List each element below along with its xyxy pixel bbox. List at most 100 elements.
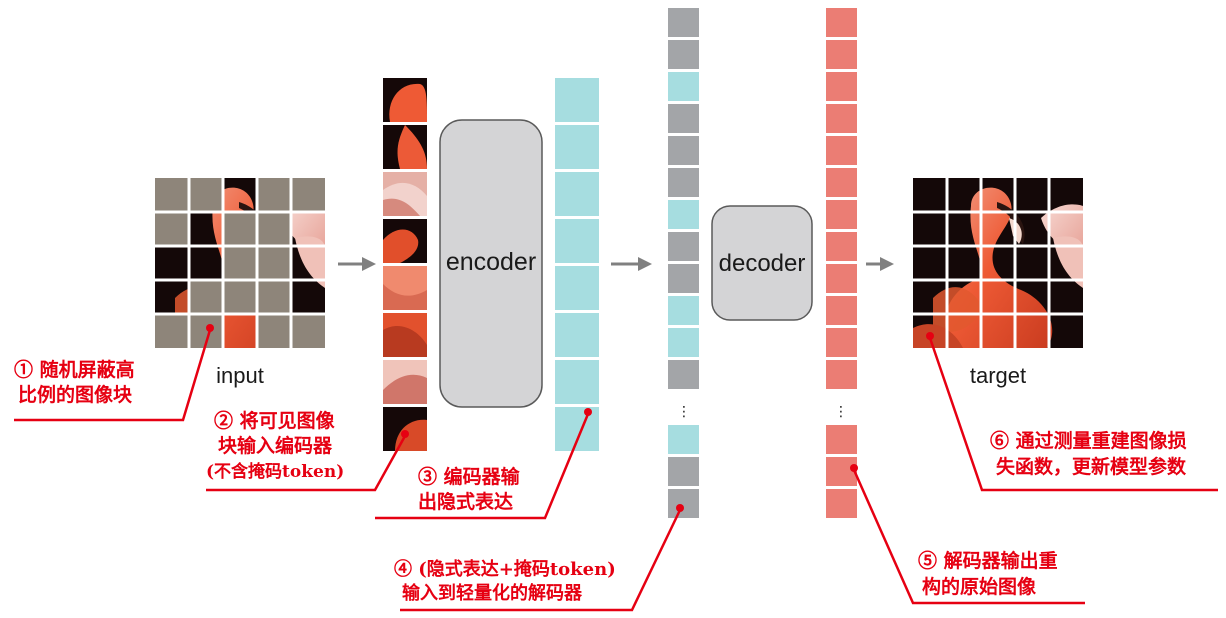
arrow-input-to-patches (338, 257, 376, 271)
output-token (826, 264, 857, 293)
visible-patch (383, 313, 427, 357)
masked-patch (291, 314, 325, 348)
visible-patch (383, 78, 427, 122)
output-token (826, 296, 857, 325)
annotation-3-line-2: 出隐式表达 (418, 490, 513, 513)
latent-representation-column (555, 78, 599, 451)
latent-token (555, 266, 599, 310)
mask-token (668, 232, 699, 261)
decoder-input-token-column (668, 8, 699, 518)
mask-token (668, 136, 699, 165)
output-ellipsis: ⋮ (834, 403, 848, 419)
mask-token (668, 168, 699, 197)
latent-token (668, 328, 699, 357)
arrow-output-to-target (866, 257, 894, 271)
masked-patch (291, 178, 325, 212)
annotation-2-line-3: (不含掩码token) (206, 461, 344, 482)
mask-token (668, 8, 699, 37)
masked-patch (155, 212, 189, 246)
annotation-1-line-2: 比例的图像块 (18, 383, 133, 406)
output-token (826, 168, 857, 197)
output-token (826, 104, 857, 133)
token-ellipsis: ⋮ (677, 403, 691, 419)
output-token (826, 232, 857, 261)
output-token (826, 328, 857, 357)
leader-1 (14, 329, 212, 422)
leader-6 (928, 337, 1218, 492)
latent-token (668, 296, 699, 325)
latent-token (555, 172, 599, 216)
output-token (826, 489, 857, 518)
mask-token (668, 264, 699, 293)
annotation-dots (206, 324, 934, 512)
annotation-2: ② 将可见图像 块输入编码器 (不含掩码token) (206, 409, 344, 482)
target-label: target (970, 363, 1026, 388)
annotation-2-line-2: 块输入编码器 (218, 434, 333, 457)
target-image (913, 178, 1083, 348)
annotation-4: ④ (隐式表达+掩码token) 输入到轻量化的解码器 (394, 558, 616, 604)
visible-patch (383, 360, 427, 404)
decoder-label: decoder (719, 250, 806, 277)
visible-patch (383, 172, 427, 216)
output-token (826, 457, 857, 486)
output-token (826, 40, 857, 69)
masked-patch (155, 178, 189, 212)
mask-token (668, 489, 699, 518)
annotation-5-line-2: 构的原始图像 (922, 575, 1037, 598)
latent-token (555, 125, 599, 169)
leader-2 (206, 435, 407, 492)
output-token (826, 136, 857, 165)
masked-patch (189, 280, 223, 314)
annotation-1-line-1: ① 随机屏蔽高 (14, 358, 135, 381)
output-token (826, 360, 857, 389)
latent-token (555, 407, 599, 451)
annotation-3: ③ 编码器输 出隐式表达 (418, 465, 521, 513)
annotation-6: ⑥ 通过测量重建图像损 失函数，更新模型参数 (990, 429, 1187, 478)
latent-token (555, 219, 599, 263)
input-image (155, 178, 325, 348)
leader-4 (400, 509, 682, 612)
masked-patch (257, 280, 291, 314)
leader-3 (375, 413, 590, 520)
annotation-4-line-1: ④ (隐式表达+掩码token) (394, 558, 616, 580)
masked-patch (257, 314, 291, 348)
input-label: input (216, 363, 264, 388)
latent-token (668, 72, 699, 101)
annotation-6-line-1: ⑥ 通过测量重建图像损 (990, 429, 1187, 452)
annotation-3-line-1: ③ 编码器输 (418, 465, 521, 488)
masked-patch (257, 212, 291, 246)
visible-patch (383, 266, 427, 310)
latent-token (555, 313, 599, 357)
mask-token (668, 104, 699, 133)
latent-token (555, 78, 599, 122)
annotation-5-line-1: ⑤ 解码器输出重 (918, 549, 1058, 572)
target-grid-lines (913, 178, 1083, 348)
annotation-6-line-2: 失函数，更新模型参数 (996, 455, 1187, 478)
output-token (826, 8, 857, 37)
masked-patch (189, 178, 223, 212)
encoder-block: encoder (439, 119, 543, 408)
masked-patch (223, 212, 257, 246)
masked-patch (223, 280, 257, 314)
output-token (826, 200, 857, 229)
latent-token (555, 360, 599, 404)
mask-token (668, 360, 699, 389)
annotation-leaders (14, 329, 1218, 612)
encoder-label: encoder (446, 248, 536, 276)
leader-5 (852, 469, 1085, 605)
visible-patch (383, 125, 427, 169)
masked-patch (223, 246, 257, 280)
mask-token (668, 457, 699, 486)
annotation-5: ⑤ 解码器输出重 构的原始图像 (918, 549, 1058, 598)
output-token (826, 425, 857, 454)
masked-patches (155, 178, 325, 348)
visible-patch (383, 407, 427, 451)
annotation-2-line-1: ② 将可见图像 (214, 409, 336, 432)
latent-token (668, 425, 699, 454)
annotation-4-line-2: 输入到轻量化的解码器 (402, 582, 583, 604)
masked-patch (257, 246, 291, 280)
output-token (826, 72, 857, 101)
arrow-latent-to-tokens (611, 257, 652, 271)
